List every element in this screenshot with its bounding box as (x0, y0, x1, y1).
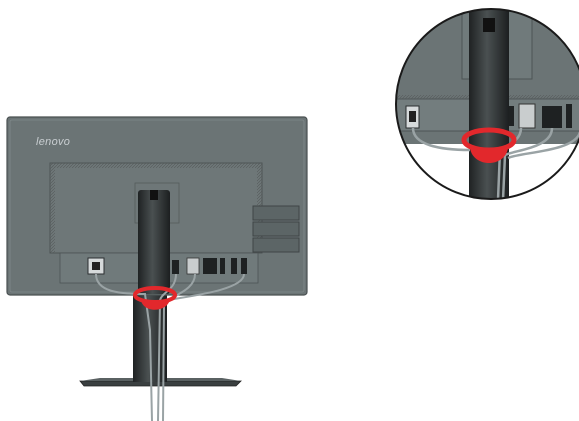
stand-neck-zoom (469, 9, 509, 199)
brand-logo: lenovo (36, 136, 70, 148)
detail-magnifier (395, 8, 579, 200)
cable-clip-zoom (461, 127, 517, 163)
cables (95, 273, 245, 421)
side-port-cover (252, 205, 300, 253)
video-ports (172, 257, 247, 275)
power-port-zoom-icon (405, 105, 420, 129)
cable-clip (133, 286, 177, 310)
power-port-icon (87, 257, 105, 275)
monitor-rear-view: lenovo (6, 116, 308, 421)
stand-neck-upper (138, 190, 170, 294)
video-ports-zoom (508, 103, 572, 129)
